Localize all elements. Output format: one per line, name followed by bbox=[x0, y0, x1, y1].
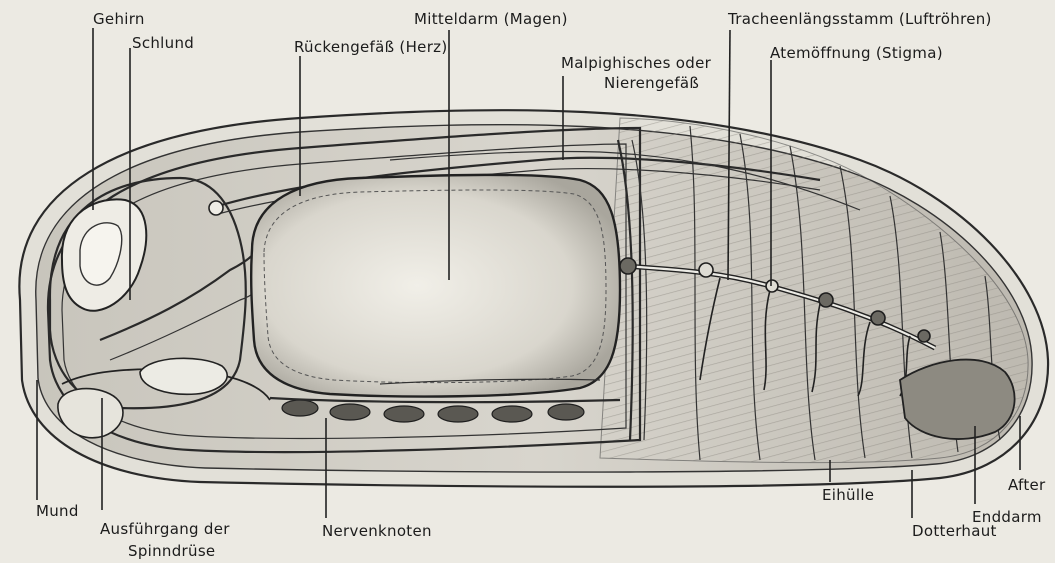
label-schlund: Schlund bbox=[132, 34, 194, 52]
label-malpighi-line2: Nierengefäß bbox=[604, 74, 699, 92]
label-ausfuehrgang-line1: Ausführgang der bbox=[100, 520, 230, 538]
label-malpighi-line1: Malpighisches oder bbox=[561, 54, 712, 72]
label-nervenknoten: Nervenknoten bbox=[322, 522, 432, 540]
dorsal-vessel-opening bbox=[209, 201, 223, 215]
hindgut bbox=[900, 360, 1015, 439]
label-mund: Mund bbox=[36, 502, 79, 520]
label-tracheen: Tracheenlängsstamm (Luftröhren) bbox=[727, 10, 992, 28]
label-ausfuehrgang-line2: Spinndrüse bbox=[128, 542, 215, 560]
label-mitteldarm: Mitteldarm (Magen) bbox=[414, 10, 568, 28]
label-eihuelle: Eihülle bbox=[822, 486, 874, 504]
label-enddarm: Enddarm bbox=[972, 508, 1042, 526]
label-atemoeffnung: Atemöffnung (Stigma) bbox=[770, 44, 943, 62]
label-rueckengefaess: Rückengefäß (Herz) bbox=[294, 38, 447, 56]
label-gehirn: Gehirn bbox=[93, 10, 145, 28]
label-after: After bbox=[1008, 476, 1046, 494]
midgut bbox=[251, 175, 620, 397]
